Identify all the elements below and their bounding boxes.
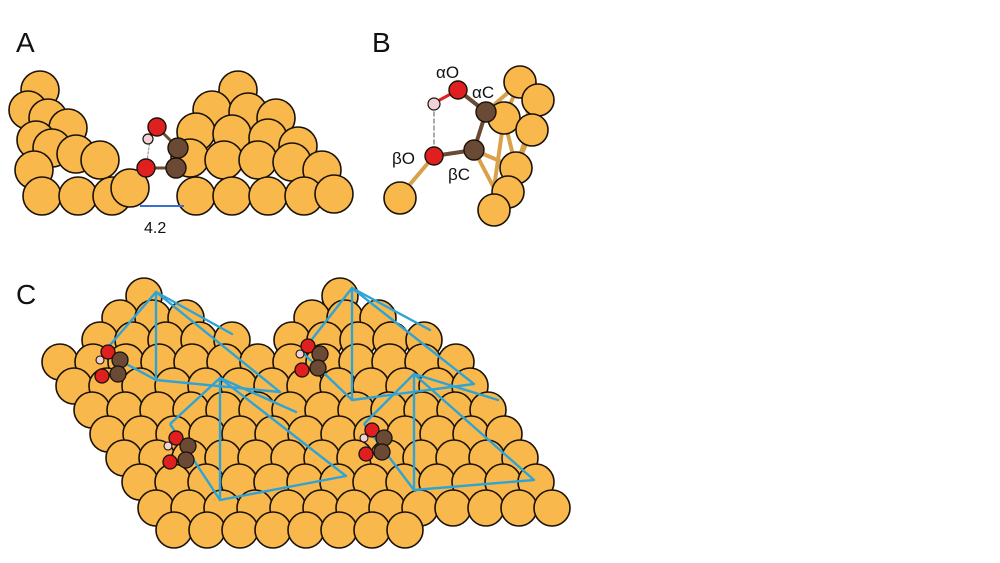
panel-b-atoms [383, 65, 555, 227]
carbon-atom [475, 101, 497, 123]
oxygen-atom [162, 454, 178, 470]
oxygen-atom [448, 80, 468, 100]
gold-atom [188, 511, 226, 549]
oxygen-atom [100, 344, 116, 360]
beta-c-label: βC [448, 165, 470, 184]
panel-c-label: C [16, 279, 36, 310]
panel-c-gold-atoms [41, 277, 571, 549]
gold-atom [110, 168, 150, 208]
pyramid-outline [103, 290, 282, 394]
distance-label: 4.2 [144, 220, 166, 237]
oxygen-atom [294, 362, 310, 378]
oxygen-atom [147, 117, 167, 137]
gold-atom [176, 176, 216, 216]
gold-atom [238, 140, 278, 180]
gold-atom [204, 140, 244, 180]
gold-atom [521, 83, 555, 117]
panel-c-adsorbates [94, 338, 393, 470]
beta-o-label: βO [392, 149, 415, 168]
hydrogen-atom [295, 349, 305, 359]
gold-atom [314, 174, 354, 214]
carbon-atom [109, 365, 127, 383]
carbon-atom [165, 157, 187, 179]
hydrogen-atom [427, 97, 441, 111]
pyramid-outline [168, 376, 348, 502]
oxygen-atom [300, 338, 316, 354]
pyramid-edge [350, 286, 432, 332]
gold-atom [434, 489, 472, 527]
gold-atom [320, 511, 358, 549]
gold-atom [467, 489, 505, 527]
panel-c [41, 277, 571, 549]
panel-b-label: B [372, 27, 391, 58]
gold-atom [386, 511, 424, 549]
carbon-atom [373, 443, 391, 461]
gold-atom [221, 511, 259, 549]
carbon-atom [177, 451, 195, 469]
alpha-c-label: αC [472, 83, 494, 102]
hydrogen-atom [142, 133, 154, 145]
gold-atom [212, 176, 252, 216]
oxygen-atom [424, 146, 444, 166]
gold-atom [248, 176, 288, 216]
gold-atom [155, 511, 193, 549]
pyramid-edge [218, 376, 298, 414]
gold-atom [80, 140, 120, 180]
carbon-atom [309, 359, 327, 377]
panel-a-gold-atoms [8, 70, 354, 216]
pyramid-edge [412, 372, 500, 402]
gold-atom [58, 176, 98, 216]
gold-atom [477, 193, 511, 227]
pyramid-outline [363, 372, 536, 492]
carbon-atom [167, 137, 189, 159]
panel-c-pyramid-outlines [103, 286, 536, 502]
oxygen-atom [94, 368, 110, 384]
gold-atom [287, 511, 325, 549]
oxygen-atom [364, 422, 380, 438]
gold-atom [353, 511, 391, 549]
panel-a-label: A [16, 27, 35, 58]
panel-b: αO αC βO βC [383, 63, 555, 227]
oxygen-atom [358, 446, 374, 462]
alpha-o-label: αO [436, 63, 459, 82]
hydrogen-atom [359, 433, 369, 443]
hydrogen-atom [163, 441, 173, 451]
gold-atom [533, 489, 571, 527]
hydrogen-atom [95, 355, 105, 365]
gold-atom [22, 176, 62, 216]
carbon-atom [463, 139, 485, 161]
panel-a-adsorbate [136, 117, 189, 179]
distance-marker: 4.2 [140, 205, 184, 237]
pyramid-edge [154, 290, 234, 336]
gold-atom [383, 181, 417, 215]
gold-atom [500, 489, 538, 527]
panel-a: 4.2 [8, 70, 354, 237]
gold-atom [254, 511, 292, 549]
oxygen-atom [136, 158, 156, 178]
gold-atom [515, 113, 549, 147]
oxygen-atom [168, 430, 184, 446]
pyramid-outline [301, 286, 476, 402]
